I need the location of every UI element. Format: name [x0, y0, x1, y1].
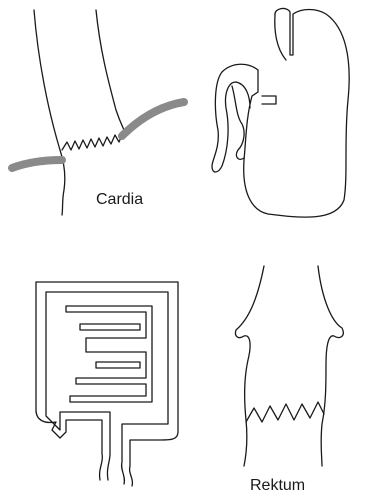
- sphincter-band-right: [122, 102, 184, 136]
- esophagus-right-wall: [96, 10, 126, 134]
- intestine-panel: [36, 282, 178, 486]
- duodenum-loop: [232, 86, 244, 159]
- esophagus-left-wall: [34, 10, 65, 215]
- stomach-inner-curve: [275, 15, 286, 60]
- cardia-zigzag: [62, 133, 126, 150]
- rektum-left-wall: [235, 266, 264, 466]
- rektum-label: Rektum: [250, 477, 305, 494]
- intestine-coil-1: [66, 306, 152, 402]
- sphincter-band-left: [12, 160, 62, 168]
- intestine-coil-2: [80, 324, 140, 368]
- rektum-right-wall: [318, 266, 343, 466]
- cardia-label: Cardia: [96, 191, 143, 208]
- stomach-outline: [212, 8, 349, 217]
- rektum-zigzag: [246, 402, 324, 422]
- pylorus-stub: [262, 96, 276, 104]
- intestine-inner-tube: [46, 292, 168, 484]
- stomach-panel: [212, 8, 349, 217]
- rektum-panel: Rektum: [235, 266, 343, 494]
- cardia-panel: Cardia: [12, 10, 184, 215]
